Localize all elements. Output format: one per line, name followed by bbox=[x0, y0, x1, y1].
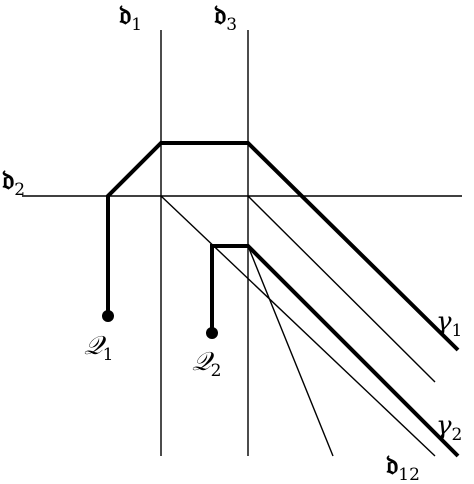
curve-gamma2 bbox=[210, 244, 460, 458]
wall-d12-line bbox=[160, 195, 436, 457]
label-gamma1: γ1 bbox=[436, 307, 462, 341]
diagonal-ray-a bbox=[247, 195, 436, 383]
point-q2-dot bbox=[206, 327, 218, 339]
label-q2: 𝒬2 bbox=[192, 347, 222, 381]
label-d3: 𝔡3 bbox=[214, 0, 237, 35]
curve-gamma1 bbox=[106, 141, 460, 352]
label-q1: 𝒬1 bbox=[84, 331, 114, 365]
diagonal-ray-b bbox=[247, 245, 334, 457]
point-q1-dot bbox=[102, 310, 114, 322]
label-gamma2: γ2 bbox=[436, 411, 462, 445]
label-d12: 𝔡12 bbox=[386, 450, 420, 484]
label-d1: 𝔡1 bbox=[119, 0, 142, 35]
label-d2: 𝔡2 bbox=[2, 165, 25, 200]
